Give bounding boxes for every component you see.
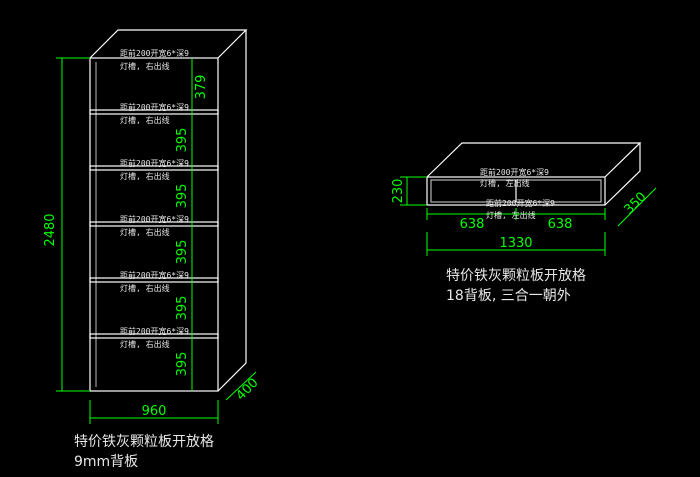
short-cabinet-caption-2: 18背板, 三合一朝外 (446, 288, 571, 304)
tall-depth-dimension: 400 (233, 375, 261, 403)
note-1-line2: 灯槽, 右出线 (120, 61, 170, 71)
tall-cabinet-top (89, 29, 248, 59)
short-note-top-line2: 灯槽, 左出线 (480, 178, 530, 188)
note-4-line2: 灯槽, 右出线 (120, 227, 170, 237)
shelf-dimension-1: 379 (194, 75, 209, 100)
note-2-line1: 距前200开宽6*深9 (120, 102, 189, 112)
short-total-width-dimension: 1330 (499, 236, 532, 251)
tall-cabinet: 2480 960 400 379 395 395 395 395 395 距前2… (43, 29, 262, 470)
note-3-line2: 灯槽, 右出线 (120, 171, 170, 181)
tall-cabinet-shelves (89, 109, 219, 339)
short-right-width-dimension: 638 (548, 217, 573, 232)
tall-shelf-dimensions: 379 395 395 395 395 395 (175, 75, 209, 377)
note-6-line2: 灯槽, 右出线 (120, 339, 170, 349)
shelf-dimension-2: 395 (175, 128, 190, 153)
tall-cabinet-caption-2: 9mm背板 (74, 454, 138, 470)
short-cabinet-caption-1: 特价铁灰颗粒板开放格 (446, 268, 586, 284)
short-left-width-dimension: 638 (460, 217, 485, 232)
note-4-line1: 距前200开宽6*深9 (120, 214, 189, 224)
tall-cabinet-notes: 距前200开宽6*深9 灯槽, 右出线 距前200开宽6*深9 灯槽, 右出线 … (120, 48, 189, 349)
note-5-line2: 灯槽, 右出线 (120, 283, 170, 293)
short-depth-dimension: 350 (621, 189, 649, 217)
tall-cabinet-side (217, 30, 247, 392)
short-note-bottom-line2: 灯槽, 左出线 (486, 210, 536, 220)
note-1-line1: 距前200开宽6*深9 (120, 48, 189, 58)
note-3-line1: 距前200开宽6*深9 (120, 158, 189, 168)
note-2-line2: 灯槽, 右出线 (120, 115, 170, 125)
short-cabinet-front (426, 176, 606, 206)
note-6-line1: 距前200开宽6*深9 (120, 326, 189, 336)
tall-width-dimension: 960 (142, 404, 167, 419)
tall-height-dimension: 2480 (43, 213, 58, 246)
shelf-dimension-3: 395 (175, 184, 190, 209)
shelf-dimension-4: 395 (175, 240, 190, 265)
shelf-dimension-5: 395 (175, 296, 190, 321)
short-note-top-line1: 距前200开宽6*深9 (480, 167, 549, 177)
tall-cabinet-caption-1: 特价铁灰颗粒板开放格 (74, 434, 214, 450)
short-cabinet-side (604, 143, 641, 206)
short-height-dimension: 230 (391, 179, 406, 204)
shelf-dimension-6: 395 (175, 352, 190, 377)
short-note-bottom-line1: 距前200开宽6*深9 (486, 198, 555, 208)
short-cabinet: 230 638 638 1330 350 距前200开宽6*深9 灯槽, 左出线… (391, 142, 657, 304)
short-cabinet-top (426, 142, 642, 178)
note-5-line1: 距前200开宽6*深9 (120, 270, 189, 280)
